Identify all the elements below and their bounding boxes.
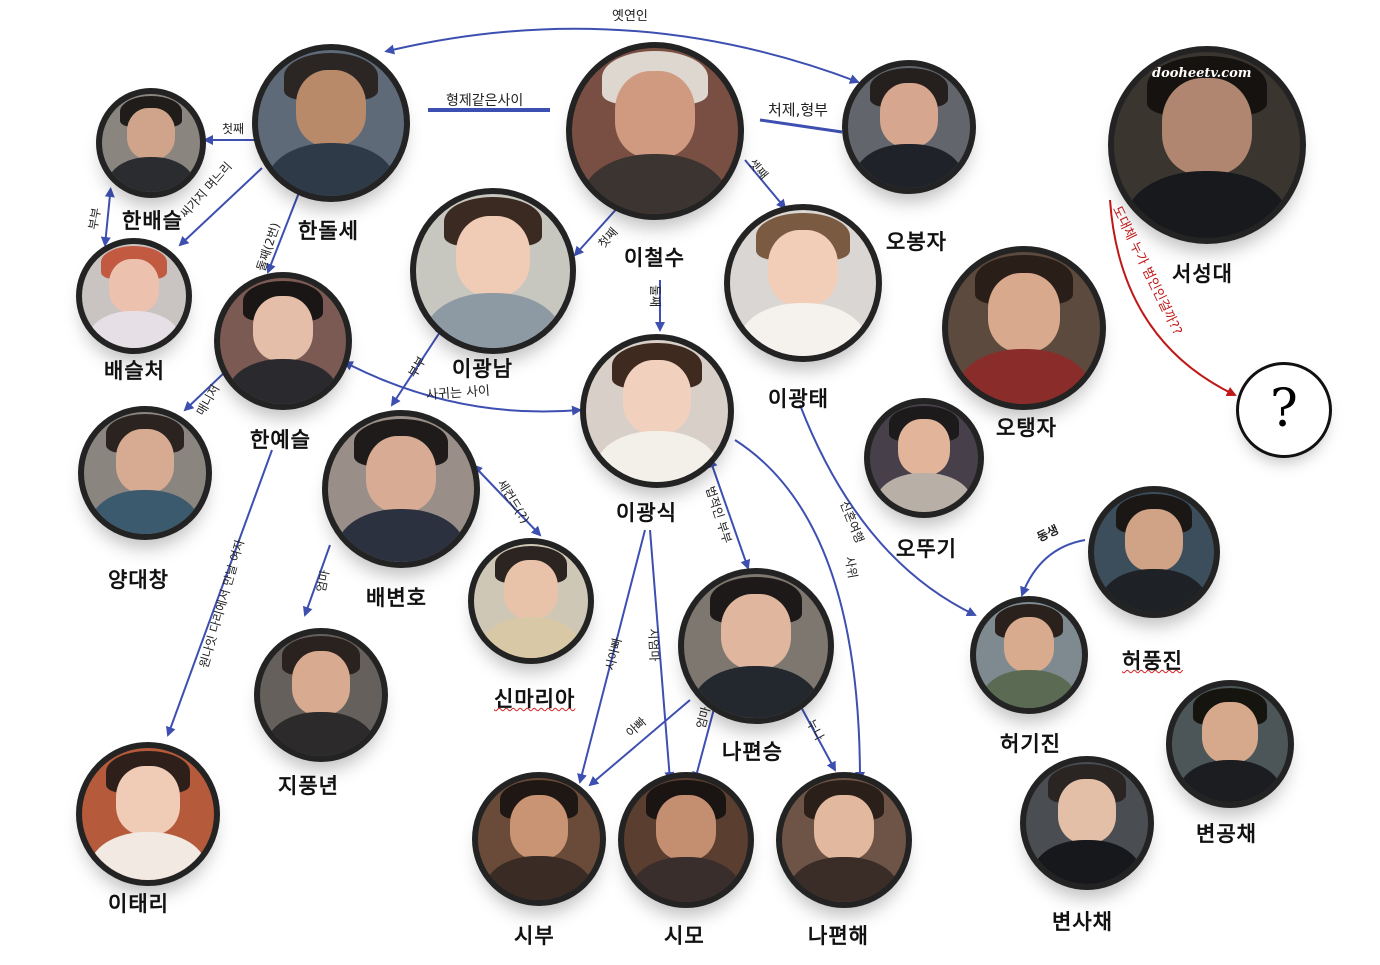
label-first-son-1: 첫째: [222, 122, 245, 136]
avatar-heo-pungjin: [1088, 486, 1220, 618]
name-han-yeseul: 한예슬: [250, 428, 311, 452]
watermark: dooheetv.com: [1152, 66, 1252, 81]
avatar-seo-seongdae: [1108, 46, 1306, 244]
name-oh-ddugi: 오뚜기: [896, 537, 957, 561]
label-mother-in-law: 시엄마: [646, 628, 662, 662]
edge-yeseul-taeri: [166, 449, 273, 737]
edge-old-lover: [384, 27, 860, 84]
edge-yeseul-gwangsik: [342, 361, 582, 416]
unknown-culprit-circle: ?: [1236, 362, 1332, 458]
avatar-ji-pungnyeon: [254, 628, 388, 762]
name-na-pyeonseung: 나편승: [722, 740, 783, 764]
avatar-bae-byeonho: [322, 410, 480, 568]
edge-pyeonseung-sibu: [588, 699, 691, 787]
name-ji-pungnyeon: 지풍년: [278, 774, 339, 798]
avatar-byeon-gongchae: [1166, 680, 1294, 808]
question-mark-icon: ?: [1270, 379, 1298, 439]
label-old-lover: 옛연인: [612, 9, 648, 24]
avatar-byeon-sachae: [1020, 756, 1154, 890]
edge-dolse-yeseul: [266, 189, 301, 274]
name-lee-gwangnam: 이광남: [452, 357, 513, 381]
name-heo-gijin: 허기진: [1000, 732, 1061, 756]
label-second-child: 둘째: [648, 285, 662, 308]
name-lee-taeri: 이태리: [108, 892, 169, 916]
edge-dolse-seulcheo: [178, 167, 263, 247]
avatar-simo: [618, 772, 754, 908]
edge-cheolsu-gwangtae: [744, 159, 787, 210]
avatar-sibu: [472, 772, 606, 906]
label-like-brothers: 형제같은사이: [446, 93, 524, 109]
name-seo-seongdae: 서성대: [1172, 262, 1233, 286]
avatar-lee-taeri: [76, 742, 220, 886]
avatar-shin-maria: [468, 538, 594, 664]
edge-gwangsik-simo: [649, 529, 675, 782]
edge-byeonho-maria: [472, 464, 542, 537]
avatar-lee-gwangnam: [410, 188, 576, 354]
edge-yeseul-daechang: [183, 371, 226, 412]
edge-in-law: [759, 118, 843, 134]
name-han-baeseul: 한배슬: [122, 209, 183, 233]
avatar-na-pyeonseung: [678, 568, 834, 724]
avatar-han-dolse: [252, 44, 410, 202]
avatar-bae-seulcheo: [76, 238, 192, 354]
name-na-pyeonhae: 나편해: [808, 924, 869, 948]
edge-byeonho-pungnyeon: [302, 544, 331, 617]
edge-pungjin-gijin: [1020, 539, 1086, 597]
name-bae-byeonho: 배변호: [366, 586, 427, 610]
name-lee-gwangsik: 이광식: [616, 501, 677, 525]
name-oh-taengja: 오탱자: [996, 416, 1057, 440]
name-yang-daechang: 양대창: [108, 568, 169, 592]
edge-gwangsik-pyeonseung: [707, 457, 751, 570]
edge-mystery: [1109, 199, 1237, 397]
name-shin-maria: 신마리아: [494, 687, 576, 711]
edge-baeseul-seulcheo: [100, 187, 115, 247]
name-heo-pungjin: 허풍진: [1122, 649, 1183, 673]
name-lee-gwangtae: 이광태: [768, 387, 829, 411]
label-in-law: 처제,형부: [768, 101, 828, 119]
name-bae-seulcheo: 배슬처: [104, 359, 165, 383]
avatar-lee-cheolsu: [566, 42, 744, 220]
avatar-oh-bongja: [842, 60, 976, 194]
avatar-yang-daechang: [78, 406, 212, 540]
name-byeon-sachae: 변사채: [1052, 910, 1113, 934]
edge-gwangsik-sibu: [577, 529, 646, 784]
name-simo: 시모: [664, 924, 705, 948]
avatar-na-pyeonhae: [776, 772, 912, 908]
avatar-heo-gijin: [970, 596, 1088, 714]
edge-gwangtae-gijin: [799, 404, 977, 617]
edge-gwangsik-pyeonhae: [734, 439, 865, 782]
name-han-dolse: 한돌세: [298, 219, 359, 243]
avatar-han-yeseul: [214, 272, 352, 410]
avatar-lee-gwangsik: [580, 334, 734, 488]
name-sibu: 시부: [514, 924, 555, 948]
label-son-in-law-2: 사위: [842, 555, 860, 580]
name-oh-bongja: 오봉자: [886, 230, 947, 254]
avatar-han-baeseul: [96, 88, 206, 198]
avatar-lee-gwangtae: [724, 204, 882, 362]
avatar-oh-taengja: [942, 246, 1106, 410]
avatar-oh-ddugi: [864, 398, 984, 518]
name-lee-cheolsu: 이철수: [624, 246, 685, 270]
name-byeon-gongchae: 변공채: [1196, 822, 1257, 846]
